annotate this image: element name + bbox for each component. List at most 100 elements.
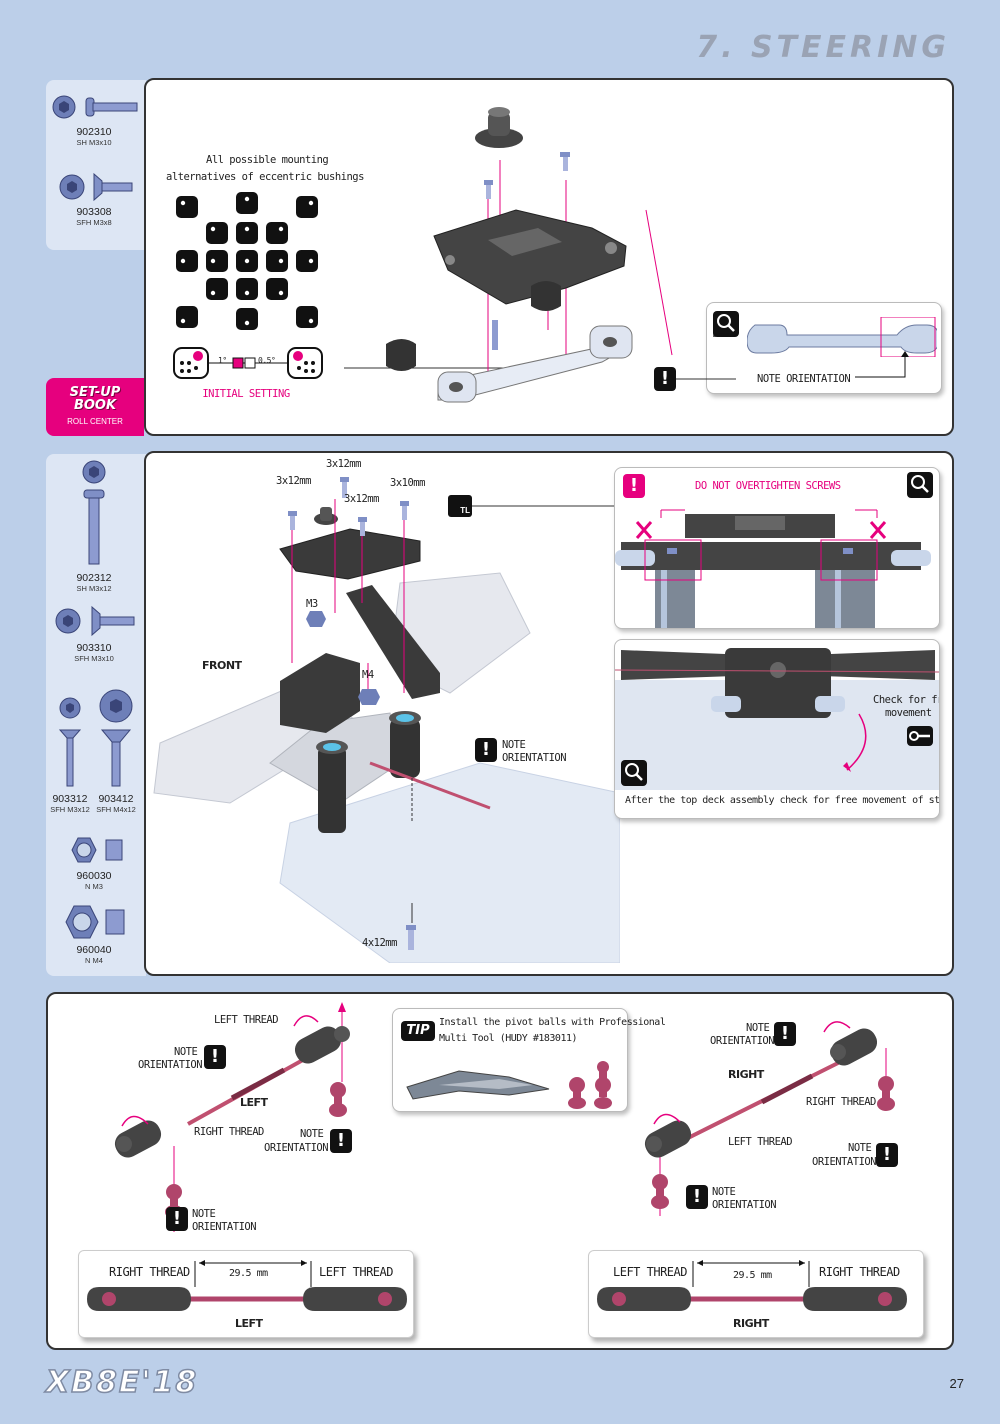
part-code: 902312: [76, 572, 112, 584]
check-label-2: movement: [885, 707, 932, 719]
flat-screw-pair-icon: [58, 689, 133, 787]
nut-icon: [71, 837, 123, 863]
tool-icon: TL: [448, 495, 472, 517]
note-orientation-icon: !: [330, 1129, 352, 1153]
check-label-1: Check for free: [873, 694, 939, 706]
part-code: 960040: [76, 944, 112, 956]
right-note-label-2: ORIENTATION: [710, 1035, 775, 1047]
nut-label-m3: M3: [306, 598, 318, 610]
tip-text-1: Install the pivot balls with Professiona…: [439, 1017, 666, 1028]
chassis-assembly-drawing: [153, 477, 620, 963]
part-code: 960030: [76, 870, 112, 882]
bushing-caption-2: alternatives of eccentric bushings: [166, 171, 364, 183]
note-orientation-icon: !: [876, 1143, 898, 1167]
dim-right-drawing: [597, 1260, 907, 1311]
part-903310: 903310 SFH M3x10: [46, 604, 142, 663]
tip-text-2: Multi Tool (HUDY #183011): [439, 1033, 578, 1044]
right-side-label: RIGHT: [728, 1068, 764, 1081]
tool-label: TL: [460, 506, 470, 515]
initial-setting-block: 1° 0.5°: [172, 346, 324, 380]
part-code: 903310: [76, 642, 112, 654]
dim-right-length: 29.5 mm: [733, 1270, 772, 1281]
part-960040: 960040 N M4: [46, 904, 142, 965]
tip-callout: TIP Install the pivot balls with Profess…: [392, 1008, 666, 1112]
part-desc: SFH M3x10: [74, 653, 114, 663]
right-note3-label-2: ORIENTATION: [712, 1199, 777, 1211]
left-side-label: LEFT: [240, 1096, 268, 1109]
free-movement-caption: After the top deck assembly check for fr…: [625, 795, 940, 806]
setup-book-badge: SET-UP BOOK ROLL CENTER: [46, 378, 144, 436]
dim-left-label-right: LEFT THREAD: [319, 1265, 393, 1279]
part-code: 902310: [76, 126, 112, 138]
setup-book-title-1: SET-UP: [69, 385, 121, 400]
tie-rod-dimension-left: RIGHT THREAD LEFT THREAD 29.5 mm LEFT: [78, 1250, 414, 1338]
initial-setting-label: INITIAL SETTING: [202, 388, 290, 400]
bushing-scale-left: 1°: [218, 356, 227, 365]
left-note3-label-1: NOTE: [192, 1208, 216, 1220]
part-code: 903308: [76, 206, 112, 218]
note-orientation-icon: !: [204, 1045, 226, 1069]
nut-icon: [65, 905, 125, 939]
part-desc: N M4: [85, 955, 103, 965]
bushing-grid: [176, 192, 318, 330]
overtighten-drawing: [615, 509, 931, 628]
detail-label: DETAIL: [713, 333, 731, 339]
right-tie-rod-drawing: [644, 1021, 895, 1216]
note-label-2: ORIENTATION: [502, 752, 567, 764]
part-desc: SFH M3x12: [50, 804, 90, 814]
part-desc: SFH M3x8: [76, 217, 112, 227]
left-assembly-left-thread: LEFT THREAD: [214, 1014, 279, 1026]
leader-line: [676, 378, 736, 380]
page-number: 27: [949, 1376, 964, 1391]
panel-step-3: LEFT THREAD ! NOTE ORIENTATION LEFT RIGH…: [46, 992, 954, 1350]
screw-label-4: 3x12mm: [344, 493, 379, 505]
detail-magnifier-icon: [621, 760, 647, 786]
right-assembly-left-thread: LEFT THREAD: [728, 1136, 793, 1148]
detail-callout-overtighten: ! DO NOT OVERTIGHTEN SCREWS: [614, 467, 940, 629]
right-note2-label-2: ORIENTATION: [812, 1156, 877, 1168]
part-desc: N M3: [85, 881, 103, 891]
dim-right-label-right: RIGHT THREAD: [819, 1265, 900, 1279]
screw-icon: [82, 460, 106, 565]
note-label-1: NOTE: [502, 739, 526, 751]
brand-logo: XB8E'18: [45, 1364, 199, 1401]
warning-label: DO NOT OVERTIGHTEN SCREWS: [695, 480, 841, 492]
left-note-label-1: NOTE: [174, 1046, 198, 1058]
dim-left-length: 29.5 mm: [229, 1268, 268, 1279]
part-903308: 903308 SFH M3x8: [46, 172, 142, 227]
setup-book-title-2: BOOK: [73, 398, 117, 413]
right-note-label-1: NOTE: [746, 1022, 770, 1034]
screw-label-3: 3x10mm: [390, 477, 425, 489]
detail-magnifier-icon: [907, 472, 933, 498]
detail-callout-1: DETAIL NOTE ORIENTATION: [706, 302, 942, 394]
left-note2-label-2: ORIENTATION: [264, 1142, 329, 1154]
dim-left-drawing: [87, 1260, 407, 1311]
part-902310: 902310 SH M3x10: [46, 92, 142, 147]
multi-tool-drawing: [406, 1061, 612, 1109]
front-label: FRONT: [202, 659, 242, 672]
note-orientation-icon: !: [475, 738, 497, 762]
note-orientation-icon: !: [774, 1022, 796, 1046]
detail-magnifier-icon: [713, 311, 739, 337]
bushing-scale-right: 0.5°: [258, 356, 276, 365]
part-code: 903312: [52, 793, 88, 805]
right-note2-label-1: NOTE: [848, 1142, 872, 1154]
panel-step-2: 3x12mm 3x12mm 3x10mm 3x12mm 4x12mm M3 M4…: [144, 451, 954, 976]
left-note3-label-2: ORIENTATION: [192, 1221, 257, 1233]
right-assembly-right-thread: RIGHT THREAD: [806, 1096, 876, 1108]
flat-screw-icon: [55, 605, 135, 637]
note-orientation-icon: !: [654, 367, 676, 391]
tip-badge: TIP: [401, 1021, 435, 1041]
warning-icon: !: [623, 474, 645, 498]
left-tie-rod-drawing: [114, 1002, 350, 1232]
part-903312: 903312 SFH M3x12: [22, 794, 118, 814]
left-note2-label-1: NOTE: [300, 1128, 324, 1140]
detail-callout-free-movement: Check for free movement After the top de…: [614, 639, 940, 819]
left-assembly-right-thread: RIGHT THREAD: [194, 1126, 264, 1138]
left-note-label-2: ORIENTATION: [138, 1059, 203, 1071]
screw-icon: [52, 95, 138, 119]
screw-label-5: 4x12mm: [362, 937, 397, 949]
part-desc: SH M3x10: [76, 137, 112, 147]
bar-detail-drawing: [747, 317, 937, 357]
part-desc: SFH M4x12: [96, 804, 136, 814]
